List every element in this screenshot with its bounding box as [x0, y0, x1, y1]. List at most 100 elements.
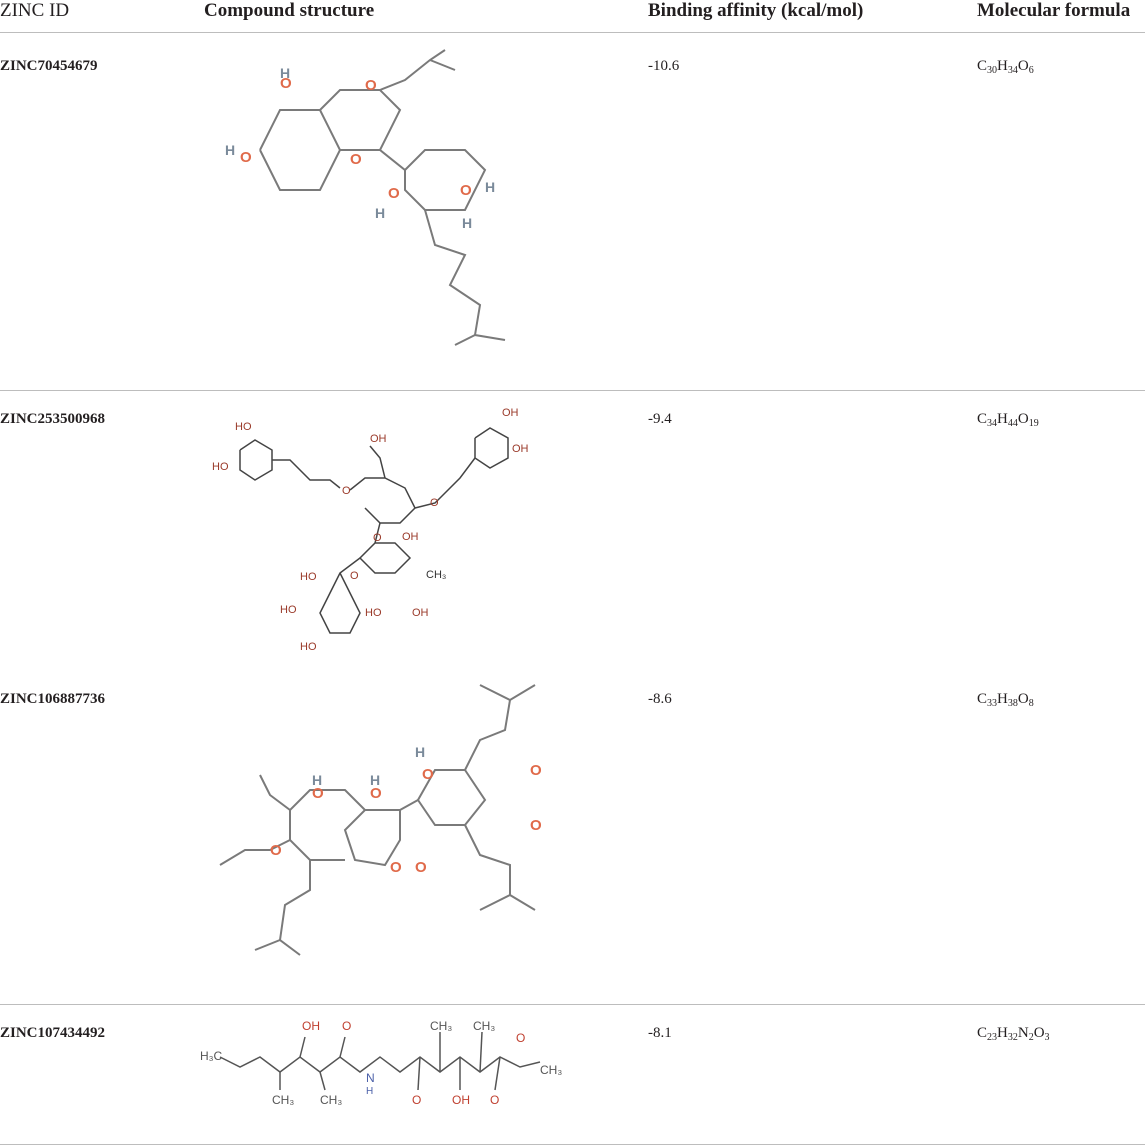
svg-text:O: O — [240, 149, 252, 166]
svg-text:CH₃: CH₃ — [540, 1063, 562, 1077]
svg-text:H: H — [375, 205, 385, 221]
formula-count: 30 — [987, 65, 998, 76]
svg-text:N: N — [366, 1071, 375, 1085]
header-rule — [0, 32, 1145, 33]
svg-text:O: O — [530, 762, 542, 779]
svg-text:OH: OH — [512, 443, 529, 455]
svg-text:OH: OH — [302, 1019, 320, 1033]
svg-text:O: O — [412, 1093, 421, 1107]
formula-element: O — [1017, 691, 1029, 707]
formula-count: 34 — [1007, 65, 1018, 76]
formula-count: 3 — [1044, 1032, 1050, 1043]
row-rule — [0, 1004, 1145, 1005]
svg-text:O: O — [373, 532, 382, 544]
formula-count: 19 — [1028, 418, 1039, 429]
svg-text:HO: HO — [300, 641, 317, 653]
svg-text:HO: HO — [235, 421, 252, 433]
zinc-id-cell: ZINC106887736 — [0, 691, 106, 707]
svg-text:CH₃: CH₃ — [426, 569, 446, 581]
svg-text:O: O — [342, 1019, 351, 1033]
svg-text:O: O — [312, 785, 324, 802]
svg-text:CH₃: CH₃ — [473, 1019, 495, 1033]
svg-text:O: O — [280, 75, 292, 92]
svg-text:O: O — [415, 859, 427, 876]
formula-count: 8 — [1028, 698, 1034, 709]
svg-text:O: O — [350, 570, 359, 582]
zinc-id-cell: ZINC70454679 — [0, 58, 98, 74]
svg-text:H: H — [415, 744, 425, 760]
caffeoyl-glycoside-structure-icon: HO HO O OH O OH OH OH O O HO HO HO HO OH… — [190, 398, 590, 660]
formula-count: 44 — [1007, 418, 1018, 429]
formula-count: 34 — [987, 418, 998, 429]
svg-text:H₃C: H₃C — [200, 1049, 223, 1063]
svg-text:H: H — [462, 215, 472, 231]
linear-amide-ester-structure-icon: OH O O OH O O H₃C CH₃ CH₃ CH₃ CH₃ CH₃ N … — [190, 1012, 590, 1112]
svg-text:HO: HO — [212, 461, 229, 473]
formula-count: 32 — [1007, 1032, 1018, 1043]
svg-text:HO: HO — [280, 604, 297, 616]
formula-count: 2 — [1028, 1032, 1034, 1043]
coumarin-quinone-structure-icon: O O O O O O O O H H H — [190, 675, 590, 965]
header-binding-affinity: Binding affinity (kcal/mol) — [648, 0, 864, 21]
svg-text:O: O — [530, 817, 542, 834]
svg-text:O: O — [270, 842, 282, 859]
svg-text:H: H — [485, 179, 495, 195]
svg-text:O: O — [342, 485, 351, 497]
svg-text:O: O — [365, 77, 377, 94]
svg-text:OH: OH — [452, 1093, 470, 1107]
zinc-id-cell: ZINC253500968 — [0, 411, 106, 427]
row-rule — [0, 390, 1145, 391]
svg-text:O: O — [460, 182, 472, 199]
binding-affinity-cell: -9.4 — [648, 411, 672, 427]
molecular-formula-cell: C23H32N2O3 — [977, 1024, 1050, 1043]
svg-text:H: H — [312, 772, 322, 788]
svg-text:OH: OH — [502, 407, 519, 419]
formula-element: H — [997, 58, 1008, 74]
svg-text:CH₃: CH₃ — [320, 1093, 342, 1107]
formula-count: 38 — [1007, 698, 1018, 709]
formula-element: H — [997, 1025, 1008, 1041]
svg-text:OH: OH — [370, 433, 387, 445]
svg-text:H: H — [225, 142, 235, 158]
table-bottom-rule — [0, 1144, 1145, 1145]
formula-element: O — [1033, 1025, 1045, 1041]
svg-text:O: O — [388, 185, 400, 202]
binding-affinity-cell: -8.1 — [648, 1025, 672, 1041]
formula-element: O — [1017, 58, 1029, 74]
binding-affinity-cell: -8.6 — [648, 691, 672, 707]
svg-text:H: H — [370, 772, 380, 788]
svg-text:H: H — [366, 1086, 373, 1097]
svg-text:H: H — [280, 65, 290, 81]
binding-affinity-cell: -10.6 — [648, 58, 680, 74]
svg-text:O: O — [350, 151, 362, 168]
svg-text:O: O — [390, 859, 402, 876]
formula-element: H — [997, 691, 1008, 707]
molecular-formula-cell: C30H34O6 — [977, 57, 1034, 76]
header-molecular-formula: Molecular formula — [977, 0, 1131, 21]
header-compound-structure: Compound structure — [204, 0, 375, 21]
formula-element: C — [977, 1025, 988, 1041]
formula-element: O — [1017, 411, 1029, 427]
header-zinc-id: ZINC ID — [0, 0, 70, 21]
formula-count: 6 — [1028, 65, 1034, 76]
formula-element: H — [997, 411, 1008, 427]
formula-element: C — [977, 691, 988, 707]
svg-text:OH: OH — [402, 531, 419, 543]
formula-count: 23 — [987, 1032, 998, 1043]
formula-element: C — [977, 411, 988, 427]
svg-text:HO: HO — [365, 607, 382, 619]
formula-count: 33 — [987, 698, 998, 709]
svg-text:O: O — [422, 766, 434, 783]
svg-text:O: O — [490, 1093, 499, 1107]
svg-text:HO: HO — [300, 571, 317, 583]
svg-text:O: O — [370, 785, 382, 802]
molecular-formula-cell: C34H44O19 — [977, 410, 1039, 429]
zinc-id-cell: ZINC107434492 — [0, 1025, 106, 1041]
flavonol-prenylated-structure-icon: O O O O O O H H H H H — [190, 40, 590, 350]
svg-text:CH₃: CH₃ — [430, 1019, 452, 1033]
svg-text:CH₃: CH₃ — [272, 1093, 294, 1107]
formula-element: C — [977, 58, 988, 74]
formula-element: N — [1017, 1025, 1029, 1041]
molecular-formula-cell: C33H38O8 — [977, 690, 1034, 709]
svg-text:OH: OH — [412, 607, 429, 619]
